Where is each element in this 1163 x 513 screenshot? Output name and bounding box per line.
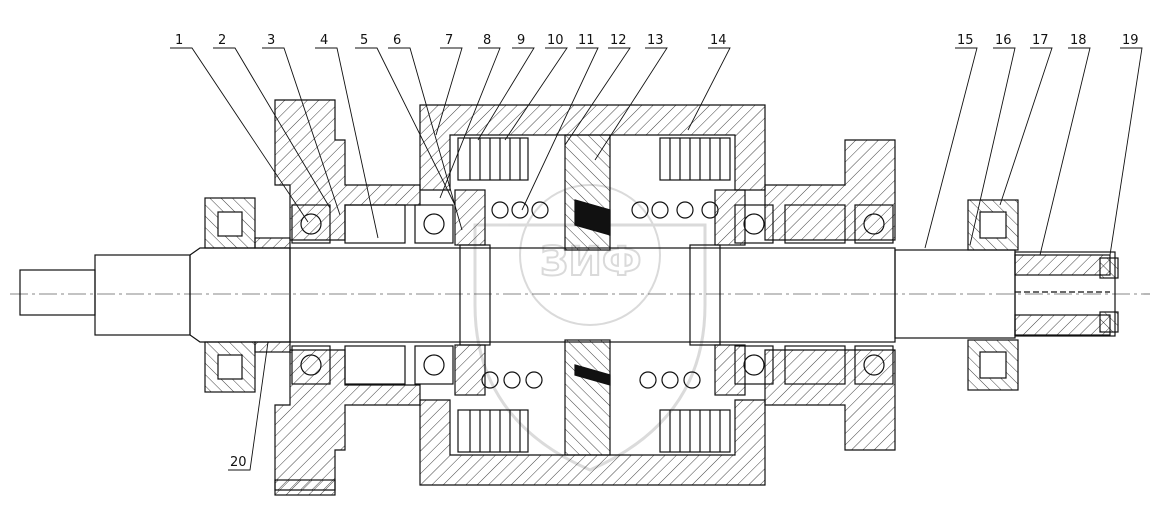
callout-6: 6	[393, 33, 401, 48]
callout-10: 10	[547, 33, 564, 48]
callout-14: 14	[710, 33, 727, 48]
callout-3: 3	[267, 33, 275, 48]
right-end-cap	[967, 199, 1119, 391]
spring-pack-left-bottom	[457, 409, 529, 453]
callout-4: 4	[320, 33, 328, 48]
spring-pack-right-bottom	[659, 409, 731, 453]
left-bearings	[291, 204, 454, 385]
callout-13: 13	[647, 33, 664, 48]
callout-8: 8	[483, 33, 491, 48]
spring-pack-left-top	[457, 137, 529, 181]
leader-lines	[170, 47, 1143, 471]
callout-9: 9	[517, 33, 525, 48]
central-housing	[419, 104, 766, 486]
callout-15: 15	[957, 33, 974, 48]
callout-18: 18	[1070, 33, 1087, 48]
callout-20: 20	[230, 455, 247, 470]
callout-16: 16	[995, 33, 1012, 48]
clutch-discs	[454, 189, 746, 396]
callout-12: 12	[610, 33, 627, 48]
callout-11: 11	[578, 33, 595, 48]
callout-5: 5	[360, 33, 368, 48]
left-flange-housing	[274, 99, 421, 496]
left-end-cap	[204, 197, 291, 393]
callout-17: 17	[1032, 33, 1049, 48]
callout-19: 19	[1122, 33, 1139, 48]
callout-1: 1	[175, 33, 183, 48]
spring-pack-right-top	[659, 137, 731, 181]
coil-springs	[481, 201, 719, 389]
callout-2: 2	[218, 33, 226, 48]
right-flange-housing	[764, 139, 896, 451]
callout-7: 7	[445, 33, 453, 48]
